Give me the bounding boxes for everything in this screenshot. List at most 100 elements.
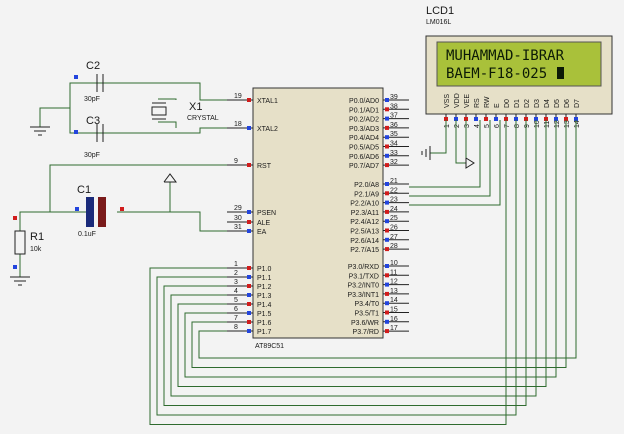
crystal-x1[interactable]: X1 CRYSTAL	[151, 101, 219, 122]
lcd-pin-number: 14	[574, 120, 581, 128]
lcd-pin-marker	[534, 117, 538, 121]
lcd-pin-marker	[514, 117, 518, 121]
mcu-left-pin-number: 3	[234, 279, 238, 286]
lcd-module[interactable]: LCD1 LM016L MUHAMMAD-IBRAR BAEM-F18-025 …	[425, 5, 613, 128]
mcu-right-pin-marker	[385, 301, 389, 306]
lcd-pin-number: 4	[474, 124, 481, 128]
mcu-right-pin-number: 23	[390, 197, 398, 204]
lcd-pin-name: D6	[564, 99, 571, 108]
lcd-line-1: MUHAMMAD-IBRAR	[446, 48, 565, 64]
wire-data-bus-line	[184, 120, 557, 378]
lcd-pin-name: D0	[504, 99, 511, 108]
mcu-left-pin-name: P1.6	[257, 320, 272, 327]
mcu-right-pin-name: P2.4/A12	[350, 219, 379, 226]
mcu-right-pin-marker	[385, 107, 389, 112]
lcd-pin-marker	[474, 117, 478, 121]
mcu-right-pin-number: 16	[390, 316, 398, 323]
mcu-right-pin-name: P3.1/TXD	[349, 273, 379, 280]
c3-pin-marker	[74, 130, 78, 134]
mcu-right-pin-name: P0.6/AD6	[349, 154, 379, 161]
mcu-right-pin-name: P3.2/INT0	[347, 283, 379, 290]
mcu-right-pin-name: P3.6/WR	[351, 320, 379, 327]
wire-p20-rs	[409, 120, 481, 188]
mcu-left-pin-number: 2	[234, 270, 238, 277]
mcu-left-pin-name: P1.0	[257, 266, 272, 273]
mcu-right-pin-number: 25	[390, 215, 398, 222]
lcd-pin-marker	[454, 117, 458, 121]
c2-pin-marker	[74, 75, 78, 79]
x1-value: CRYSTAL	[187, 115, 219, 122]
mcu-right-pin-marker	[385, 200, 389, 205]
mcu-left-pin-name: P1.7	[257, 329, 272, 336]
wire-crystal-top	[158, 98, 177, 100]
mcu-left-pin-marker	[247, 284, 251, 288]
lcd-pin-number: 8	[514, 124, 521, 128]
mcu-right-pin-marker	[385, 329, 389, 334]
lcd-pin-marker	[564, 117, 568, 121]
mcu-right-pin-marker	[385, 116, 389, 121]
mcu-left-pin-number: 1	[234, 261, 238, 268]
ground-symbol-lcd	[421, 146, 431, 160]
wire-xtal1-net	[69, 82, 227, 134]
mcu-right-pin-marker	[385, 237, 389, 242]
mcu-right-pin-name: P3.5/T1	[354, 311, 379, 318]
lcd-pin-marker	[524, 117, 528, 121]
capacitor-c2[interactable]: C2 30pF	[74, 60, 104, 103]
lcd-pin-number: 11	[544, 121, 551, 128]
mcu-right-pin-number: 13	[390, 288, 398, 295]
wire-vdd	[455, 120, 466, 164]
mcu-left-pin-marker	[247, 163, 251, 167]
lcd-pin-number: 1	[444, 124, 451, 128]
r1-pin-marker-top	[13, 216, 17, 220]
mcu-left-pin-name: ALE	[257, 220, 271, 227]
mcu-right-pin-name: P0.0/AD0	[349, 98, 379, 105]
lcd-pin-number: 10	[534, 120, 541, 128]
capacitor-c1[interactable]: C1 0.1uF	[75, 184, 124, 238]
mcu-right-pin-name: P3.4/T0	[354, 301, 379, 308]
mcu-right-pin-name: P2.6/A14	[350, 238, 379, 245]
lcd-pin-name: D5	[554, 99, 561, 108]
lcd-pin-name: D4	[544, 99, 551, 108]
r1-body	[14, 230, 26, 255]
mcu-left-pin-marker	[247, 210, 251, 214]
mcu-right-pin-number: 39	[390, 94, 398, 101]
mcu-right-pin-marker	[385, 191, 389, 196]
mcu-left-pin-number: 6	[234, 306, 238, 313]
mcu-right-pin-marker	[385, 98, 389, 102]
mcu-part-label: AT89C51	[255, 343, 284, 350]
c1-ref: C1	[77, 184, 91, 196]
mcu-right-pin-number: 24	[390, 206, 398, 213]
mcu-right-pin-marker	[385, 163, 389, 168]
mcu-right-pin-number: 37	[390, 113, 398, 120]
wire-data-bus-line	[198, 120, 577, 359]
mcu-left-pin-name: RST	[257, 163, 272, 170]
mcu-left-pin-number: 31	[234, 224, 242, 231]
c1-value: 0.1uF	[78, 231, 96, 238]
mcu-body	[252, 87, 384, 339]
capacitor-c3[interactable]: C3 30pF	[74, 115, 104, 159]
mcu-right-pin-name: P2.1/A9	[354, 191, 379, 198]
mcu-right-pin-name: P0.7/AD7	[349, 163, 379, 170]
mcu-right-pin-number: 22	[390, 187, 398, 194]
c2-ref: C2	[86, 60, 100, 72]
mcu-right-pin-marker	[385, 319, 389, 324]
lcd-pin-marker	[544, 117, 548, 121]
mcu-left-pin-number: 30	[234, 215, 242, 222]
mcu-chip[interactable]: AT89C51 19XTAL118XTAL29RST29PSEN30ALE31E…	[227, 87, 409, 350]
lcd-pin-name: D2	[524, 99, 531, 108]
lcd-pin-name: D7	[574, 99, 581, 108]
lcd-pin-name: RW	[484, 96, 491, 108]
resistor-r1[interactable]: R1 10k	[13, 216, 44, 269]
mcu-left-pin-number: 8	[234, 324, 238, 331]
mcu-left-pin-number: 9	[234, 158, 238, 165]
lcd-pin-number: 3	[464, 124, 471, 128]
mcu-left-pin-name: XTAL2	[257, 126, 278, 133]
mcu-right-pin-marker	[385, 125, 389, 130]
mcu-left-pin-marker	[247, 275, 251, 279]
mcu-left-pin-marker	[247, 320, 251, 324]
mcu-left-pin-name: P1.1	[257, 275, 272, 282]
mcu-left-pin-number: 18	[234, 121, 242, 128]
mcu-right-pin-marker	[385, 144, 389, 149]
